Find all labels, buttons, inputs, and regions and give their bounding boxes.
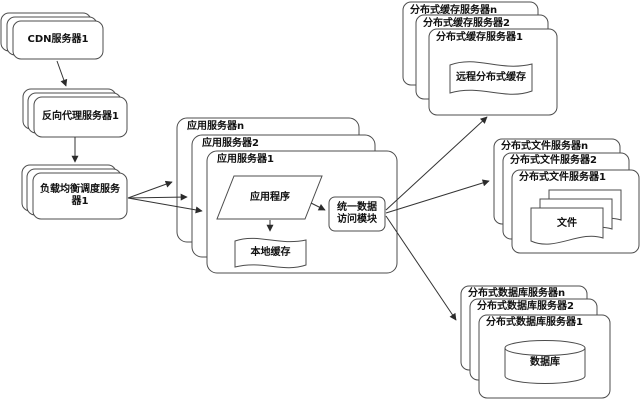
- load-balancer-stack: [21, 164, 128, 220]
- file-server-n-label: 分布式文件服务器n: [501, 141, 589, 152]
- app-server-1-label: 应用服务器1: [217, 154, 274, 165]
- local-cache-shape: [234, 237, 307, 269]
- remote-cache-shape: [449, 61, 533, 95]
- data-access-module-line1: 统一数据: [337, 202, 377, 213]
- arrow-program-to-module: [310, 202, 326, 211]
- arrow-lb-to-app-2: [127, 193, 188, 201]
- arrow-module-to-files: [385, 179, 490, 214]
- db-server-n-label: 分布式数据库服务器n: [468, 288, 566, 299]
- remote-cache-label: 远程分布式缓存: [456, 72, 526, 83]
- file-server-2-label: 分布式文件服务器2: [510, 155, 597, 166]
- load-balancer-label: 负载均衡调度服务 器1: [33, 173, 127, 219]
- database-cylinder: [504, 340, 586, 384]
- data-access-module-line2: 访问模块: [337, 214, 377, 225]
- load-balancer-line2: 器1: [71, 196, 89, 207]
- app-server-2-label: 应用服务器2: [202, 138, 259, 149]
- arrow-module-to-cache: [385, 116, 488, 211]
- db-server-1-label: 分布式数据库服务器1: [486, 317, 583, 328]
- data-access-module-box: [328, 196, 386, 232]
- cache-server-n-label: 分布式缓存服务器n: [410, 5, 498, 16]
- arrow-lb-to-app-n: [127, 180, 173, 199]
- arrow-cdn-to-proxy: [56, 60, 68, 87]
- load-balancer-line1: 负载均衡调度服务: [40, 184, 120, 195]
- cache-server-2-label: 分布式缓存服务器2: [423, 18, 510, 29]
- reverse-proxy-stack: [22, 88, 128, 138]
- app-program-shape: [216, 175, 323, 220]
- arrow-lb-to-app-1: [127, 197, 203, 214]
- files-label: 文件: [557, 217, 577, 229]
- file-server-1-label: 分布式文件服务器1: [519, 172, 606, 183]
- data-access-module-label: 统一数据 访问模块: [329, 197, 385, 231]
- db-server-2-label: 分布式数据库服务器2: [477, 301, 574, 312]
- app-program-label: 应用程序: [250, 191, 290, 203]
- app-server-n-label: 应用服务器n: [187, 121, 245, 132]
- local-cache-label: 本地缓存: [250, 247, 291, 258]
- cdn-server-label: CDN服务器1: [27, 34, 89, 45]
- reverse-proxy-label: 反向代理服务器1: [42, 111, 119, 122]
- cache-server-1-label: 分布式缓存服务器1: [436, 32, 523, 43]
- files-shape: [530, 189, 622, 245]
- arrow-module-to-db: [385, 215, 457, 321]
- database-label: 数据库: [530, 357, 560, 368]
- cdn-server-stack: [0, 12, 104, 60]
